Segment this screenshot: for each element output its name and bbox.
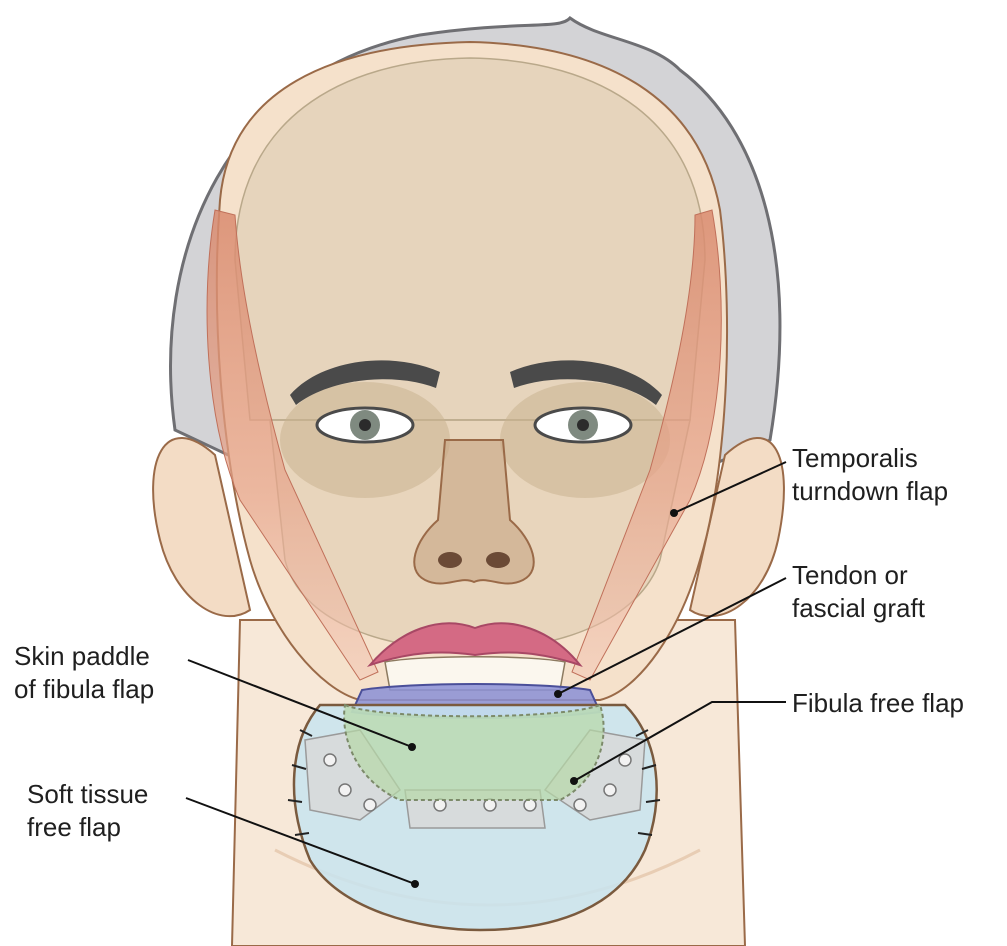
right-nostril — [486, 552, 510, 568]
label-skin-line2: of fibula flap — [14, 673, 154, 706]
label-fibula-free-flap: Fibula free flap — [792, 687, 964, 720]
label-soft-line2: free flap — [27, 811, 148, 844]
label-temporalis-line2: turndown flap — [792, 475, 948, 508]
label-soft-tissue-free-flap: Soft tissue free flap — [27, 778, 148, 844]
label-fibula-line1: Fibula free flap — [792, 687, 964, 720]
label-temporalis-line1: Temporalis — [792, 442, 948, 475]
label-tendon-line2: fascial graft — [792, 592, 925, 625]
label-temporalis-turndown-flap: Temporalis turndown flap — [792, 442, 948, 508]
left-pupil — [359, 419, 371, 431]
skin-paddle — [344, 705, 604, 800]
label-soft-line1: Soft tissue — [27, 778, 148, 811]
label-tendon-line1: Tendon or — [792, 559, 925, 592]
right-pupil — [577, 419, 589, 431]
label-skin-paddle: Skin paddle of fibula flap — [14, 640, 154, 706]
label-skin-line1: Skin paddle — [14, 640, 154, 673]
skull-cranium — [235, 58, 705, 420]
left-nostril — [438, 552, 462, 568]
label-tendon-fascial-graft: Tendon or fascial graft — [792, 559, 925, 625]
